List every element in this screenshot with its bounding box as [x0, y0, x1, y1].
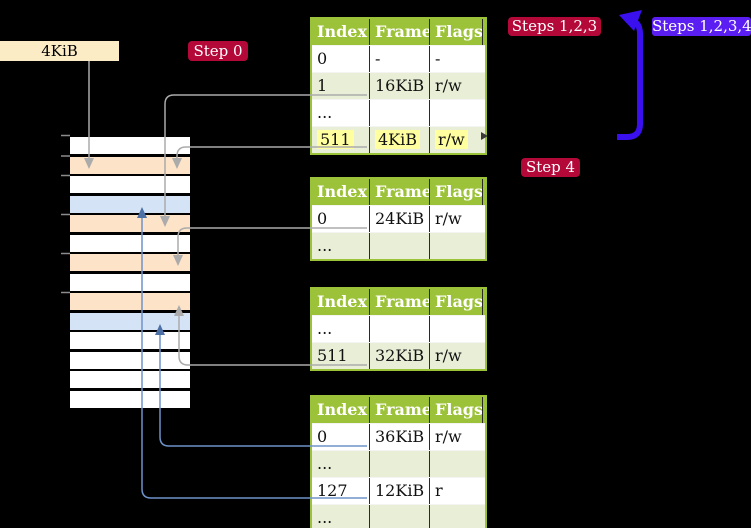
column-header: Frame — [370, 289, 430, 315]
column-header: Flags — [430, 179, 483, 205]
table-cell: 12KiB — [370, 478, 430, 504]
table-cell: 32KiB — [370, 343, 430, 369]
memory-frame-row — [70, 391, 190, 408]
table-cell: r/w — [435, 427, 462, 446]
memory-frame-row — [70, 215, 190, 232]
memory-frame-row — [70, 293, 190, 310]
table-cell — [430, 505, 483, 528]
column-header: Flags — [430, 397, 483, 423]
table-cell — [430, 316, 483, 342]
memory-frame-row — [70, 196, 190, 213]
table-cell: ... — [312, 100, 370, 126]
memory-frame-row — [70, 235, 190, 252]
table-cell: 511 — [312, 343, 370, 369]
column-header: Index — [312, 397, 370, 423]
table-cell: r/w — [430, 127, 483, 153]
table-row: ... — [312, 450, 485, 477]
step4-label: Step 4 — [521, 158, 580, 177]
memory-frame-row — [70, 274, 190, 291]
memory-frame-row — [70, 352, 190, 369]
column-header: Frame — [370, 397, 430, 423]
table-cell: ... — [312, 316, 370, 342]
memory-frame-row — [70, 313, 190, 330]
table-cell: r/w — [435, 346, 462, 365]
table-cell — [430, 100, 483, 126]
memory-frame-row — [70, 254, 190, 271]
table-cell: 1 — [312, 73, 370, 99]
table-cell: ... — [312, 233, 370, 259]
big-steps-arrowhead — [619, 10, 642, 31]
table-row: 0-- — [312, 45, 485, 72]
table-cell: 24KiB — [370, 206, 430, 232]
memory-frame-row — [70, 176, 190, 193]
table-cell: 4KiB — [370, 127, 430, 153]
table-cell: ... — [312, 451, 370, 477]
table-row: ... — [312, 232, 485, 259]
steps-123-label: Steps 1,2,3 — [508, 17, 601, 36]
table-cell: 36KiB — [370, 424, 430, 450]
memory-frame-row — [70, 332, 190, 349]
table-cell: - — [370, 46, 430, 72]
table-cell: 127 — [312, 478, 370, 504]
column-header: Flags — [430, 19, 483, 45]
memory-frame-row — [70, 137, 190, 154]
table-cell — [370, 233, 430, 259]
table-row: ... — [312, 99, 485, 126]
column-header: Flags — [430, 289, 483, 315]
physical-memory-column — [70, 137, 190, 410]
table-cell — [370, 100, 430, 126]
steps-1234-label: Steps 1,2,3,4 — [652, 17, 751, 36]
column-header: Frame — [370, 19, 430, 45]
table-cell: 0 — [312, 46, 370, 72]
table-row: ... — [312, 504, 485, 528]
table-cell: ... — [312, 505, 370, 528]
table-cell — [430, 233, 483, 259]
step0-label: Step 0 — [188, 41, 248, 61]
memory-frame-row — [70, 157, 190, 174]
table-cell: 16KiB — [370, 73, 430, 99]
table-cell: - — [435, 49, 441, 68]
table-cell — [370, 451, 430, 477]
memory-frame-row — [70, 371, 190, 388]
column-header: Frame — [370, 179, 430, 205]
table-cell: r — [435, 481, 443, 500]
table-cell: 0 — [312, 206, 370, 232]
table-cell: 0 — [312, 424, 370, 450]
table-cell — [370, 505, 430, 528]
table-cell: r/w — [435, 76, 462, 95]
table-cell: 511 — [312, 127, 370, 153]
table-cell — [430, 451, 483, 477]
column-header: Index — [312, 179, 370, 205]
column-header: Index — [312, 19, 370, 45]
column-header: Index — [312, 289, 370, 315]
memory-tick-marks — [61, 134, 70, 294]
page-size-box: 4KiB — [0, 41, 119, 61]
table-row: ... — [312, 315, 485, 342]
table-cell — [370, 316, 430, 342]
table-cell: r/w — [435, 209, 462, 228]
big-steps-arrow — [617, 17, 643, 140]
